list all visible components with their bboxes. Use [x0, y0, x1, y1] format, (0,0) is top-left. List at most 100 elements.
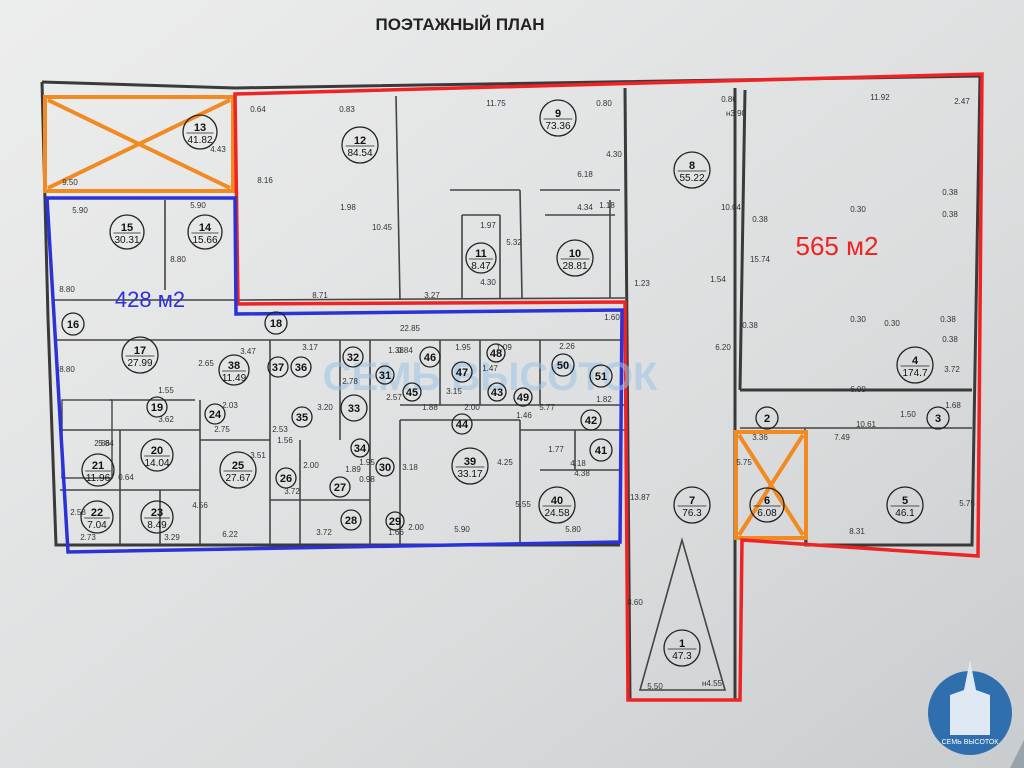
room-number-circle: [140, 438, 174, 472]
logo-badge: СЕМЬ ВЫСОТОК: [928, 660, 1012, 755]
room-number-circle: [402, 382, 422, 402]
dimension-label: 8.80: [59, 365, 75, 374]
room-number-circle: [673, 486, 711, 524]
dimension-label: 1.88: [422, 403, 438, 412]
room-number: 10: [569, 248, 581, 260]
room-number: 47: [456, 367, 468, 379]
room-9: 973.36: [539, 99, 577, 137]
dimension-label: 8.71: [312, 291, 328, 300]
room-number: 48: [490, 348, 502, 360]
room-area: 55.22: [679, 173, 704, 184]
room-31: 31: [375, 365, 395, 385]
dimension-label: 10.45: [372, 223, 393, 232]
dimension-label: 1.23: [634, 279, 650, 288]
room-number: 22: [91, 507, 103, 519]
room-number-circle: [451, 447, 489, 485]
room-26: 26: [275, 467, 297, 489]
room-48: 48: [486, 343, 506, 363]
room-11: 118.47: [465, 242, 497, 274]
room-number: 4: [912, 355, 919, 367]
dimension-label: 10.61: [856, 420, 877, 429]
room-number: 6: [764, 495, 770, 507]
dimension-label: 2.00: [303, 461, 319, 470]
dimension-label: 3.20: [317, 403, 333, 412]
room-number: 11: [475, 248, 487, 260]
dimension-label: 0.30: [850, 315, 866, 324]
room-number-circle: [755, 406, 779, 430]
room-area: 8.47: [471, 261, 491, 272]
dimension-label: 0.84: [397, 346, 413, 355]
room-7: 776.3: [673, 486, 711, 524]
room-number-circle: [375, 365, 395, 385]
room-5: 546.1: [886, 486, 924, 524]
dimension-label: 13.87: [630, 493, 651, 502]
room-area: 33.17: [457, 469, 482, 480]
room-19: 19: [146, 396, 168, 418]
room-number-circle: [451, 413, 473, 435]
dimension-label: 5.75: [959, 499, 975, 508]
dimension-label: 1.18: [599, 201, 615, 210]
room-area: 76.3: [682, 508, 702, 519]
room-number-circle: [146, 396, 168, 418]
dimension-label: 8.80: [59, 285, 75, 294]
room-number: 26: [280, 473, 292, 485]
room-number-circle: [81, 453, 115, 487]
dimension-label: 0.83: [339, 105, 355, 114]
dimension-label: 1.66: [388, 528, 404, 537]
room-number: 7: [689, 495, 695, 507]
dimension-label: 9.50: [62, 178, 78, 187]
room-number: 31: [379, 370, 391, 382]
room-number: 45: [406, 387, 418, 399]
room-number: 42: [585, 415, 597, 427]
dimension-label: 3.17: [302, 343, 318, 352]
dimension-label: 2.65: [198, 359, 214, 368]
room-number-circle: [121, 336, 159, 374]
room-number-circle: [218, 354, 250, 386]
room-number: 49: [517, 392, 529, 404]
dimension-label: 8.80: [170, 255, 186, 264]
dimension-label: 0.38: [742, 321, 758, 330]
dimension-label: 1.82: [596, 395, 612, 404]
dimension-label: 2.53: [272, 425, 288, 434]
room-41: 41: [589, 438, 613, 462]
dimension-label: 0.38: [942, 210, 958, 219]
room-37: 37: [267, 356, 289, 378]
dimension-label: 5.90: [72, 206, 88, 215]
dimension-label: 5.32: [506, 238, 522, 247]
room-number: 30: [379, 462, 391, 474]
room-number-circle: [290, 356, 312, 378]
room-number: 36: [295, 362, 307, 374]
dimension-label: 6.22: [222, 530, 238, 539]
room-area: 7.04: [87, 520, 107, 531]
dimension-label: 3.72: [316, 528, 332, 537]
room-number: 32: [347, 352, 359, 364]
room-area: 46.1: [895, 508, 915, 519]
dimension-label: 8.31: [849, 527, 865, 536]
dimension-label: 1.98: [340, 203, 356, 212]
room-number: 33: [348, 403, 360, 415]
room-number-circle: [487, 382, 507, 402]
room-number: 29: [389, 516, 401, 528]
dimension-label: 1.95: [359, 458, 375, 467]
dimension-label: 4.18: [570, 459, 586, 468]
dimension-label: 6.18: [577, 170, 593, 179]
room-number-circle: [204, 403, 226, 425]
room-23: 238.49: [140, 500, 174, 534]
dimension-label: 4.30: [606, 150, 622, 159]
room-number: 8: [689, 160, 695, 172]
blue-zone-area: 428 м2: [115, 287, 185, 312]
room-area: 11.96: [86, 473, 111, 484]
room-area: 73.36: [545, 121, 570, 132]
room-number-circle: [187, 214, 223, 250]
room-number: 14: [199, 222, 212, 234]
room-number-circle: [264, 311, 288, 335]
dimension-label: 4.43: [210, 145, 226, 154]
